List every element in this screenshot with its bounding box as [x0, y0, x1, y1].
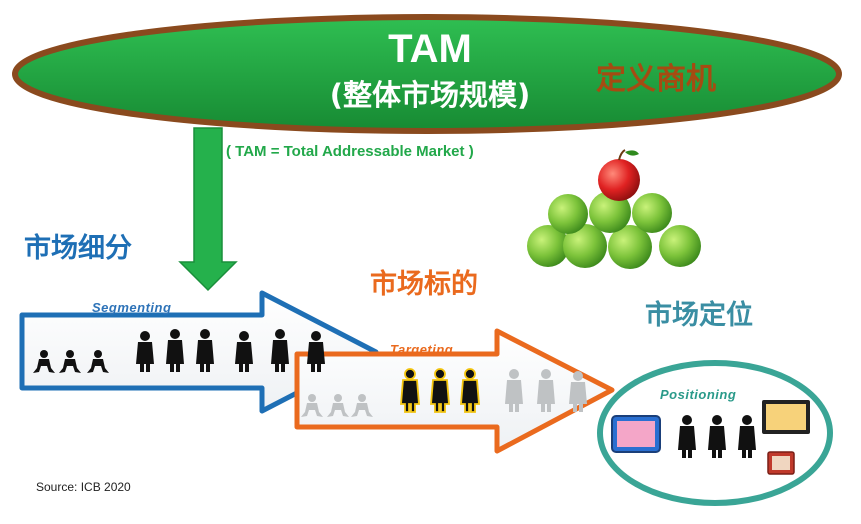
source-note: Source: ICB 2020	[36, 480, 131, 494]
targeting-arrow	[294, 328, 615, 454]
people-silhouettes-icon	[301, 368, 587, 417]
people-silhouettes-icon	[678, 415, 756, 458]
opportunity-label: 定义商机	[596, 62, 716, 97]
tam-title: TAM	[388, 27, 472, 71]
tam-ellipse	[12, 14, 842, 134]
tam-definition: ( TAM = Total Addressable Market )	[226, 143, 474, 160]
tv-screen-icon	[762, 400, 810, 434]
positioning-en-label: Positioning	[660, 387, 737, 402]
apple-pyramid-icon	[527, 149, 701, 269]
product-box-icon	[767, 451, 795, 475]
targeting-en-label: Targeting	[390, 342, 454, 357]
tam-subtitle: (整体市场规模)	[329, 78, 531, 112]
targeting-cn-label: 市场标的	[370, 269, 478, 300]
segmenting-cn-label: 市场细分	[24, 233, 132, 264]
tablet-icon	[611, 415, 661, 453]
segmenting-en-label: Segmenting	[92, 300, 172, 315]
positioning-cn-label: 市场定位	[645, 300, 753, 331]
down-arrow	[178, 127, 238, 292]
people-silhouettes-icon	[33, 329, 325, 373]
